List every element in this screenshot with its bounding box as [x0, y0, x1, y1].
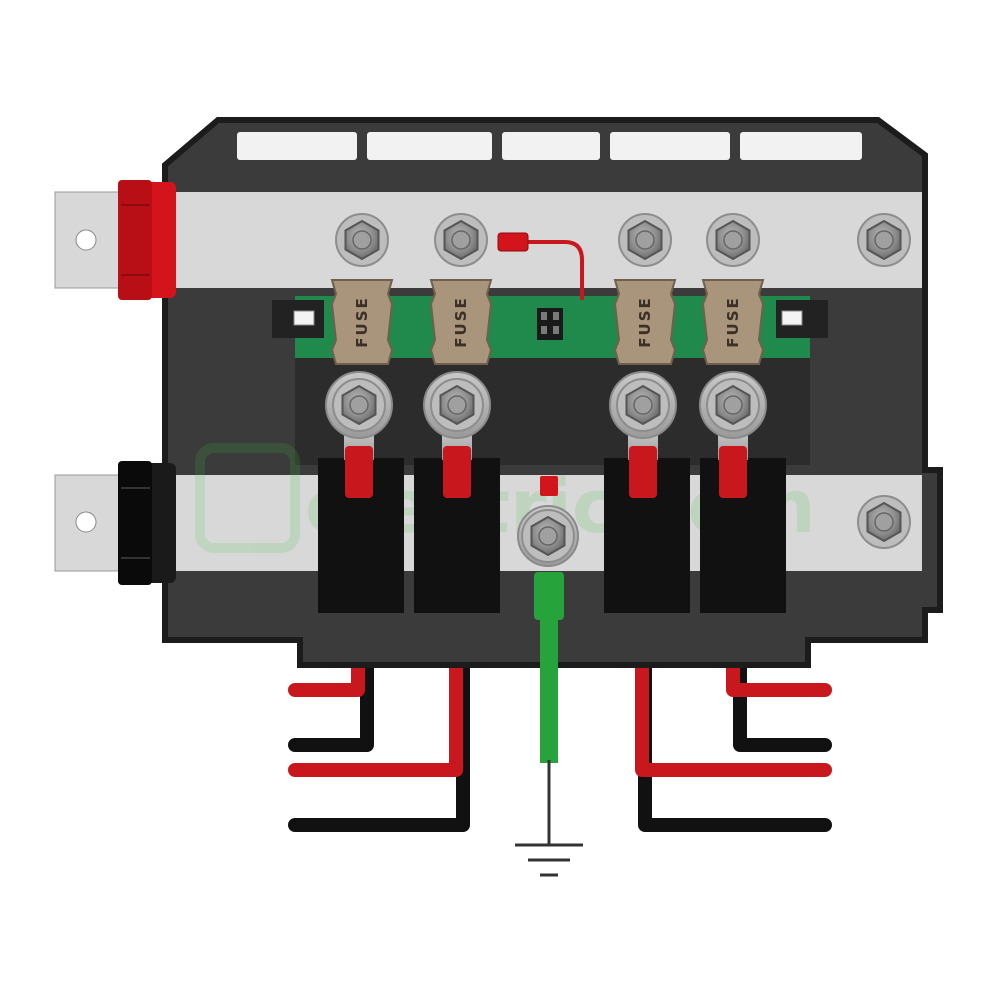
- vent-slot-3: [502, 132, 600, 160]
- bolt-icon: [706, 213, 760, 267]
- ground-indicator: [540, 476, 558, 496]
- vent-slot-1: [237, 132, 357, 160]
- right-led: [781, 310, 803, 326]
- bolt-icon: [332, 378, 386, 432]
- vent-slot-2: [367, 132, 492, 160]
- positive-terminal-boot: [118, 180, 176, 300]
- sense-wire-connector: [497, 232, 529, 252]
- bolts: [332, 213, 911, 563]
- vent-slot-5: [740, 132, 862, 160]
- fuse-label-4: FUSE: [724, 296, 742, 347]
- fuse-3: FUSE: [613, 279, 677, 365]
- vent-slot-4: [610, 132, 730, 160]
- fuse-4: FUSE: [701, 279, 765, 365]
- fuse-1: FUSE: [330, 279, 394, 365]
- positive-stud-hole: [75, 229, 97, 251]
- bolt-icon: [335, 213, 389, 267]
- bolt-icon: [706, 378, 760, 432]
- bolt-icon: [618, 213, 672, 267]
- negative-terminal-boot: [118, 461, 176, 585]
- fuse-label-1: FUSE: [353, 296, 371, 347]
- bolt-icon: [857, 213, 911, 267]
- bolt-icon: [434, 213, 488, 267]
- fuse-2: FUSE: [429, 279, 493, 365]
- bolt-icon: [616, 378, 670, 432]
- ground-wire-boot: [534, 572, 564, 620]
- sense-wire: [497, 232, 584, 300]
- bolt-icon: [521, 509, 575, 563]
- bolt-icon: [857, 495, 911, 549]
- ground-symbol-icon: [515, 843, 583, 877]
- negative-stud-hole: [75, 511, 97, 533]
- fuse-label-2: FUSE: [452, 296, 470, 347]
- bolt-icon: [430, 378, 484, 432]
- ground-wire: [540, 618, 558, 763]
- pcb-chip: [537, 308, 563, 340]
- fuse-label-3: FUSE: [636, 296, 654, 347]
- left-led: [293, 310, 315, 326]
